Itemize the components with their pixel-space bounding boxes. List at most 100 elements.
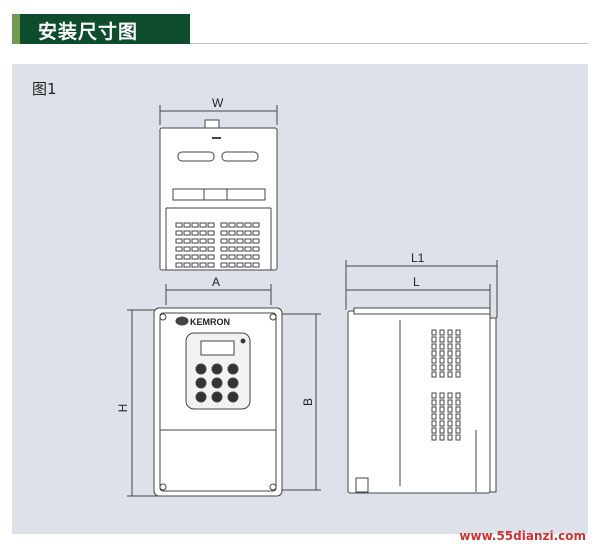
grill-slot [175,222,183,228]
watermark: www.55dianzi.com [459,529,586,543]
figure-label: 图1 [32,80,57,98]
grill-slot [183,246,191,252]
grill-slot [183,230,191,236]
side-vent-slot [455,420,461,427]
keypad-display [200,340,235,356]
grill-slot [207,238,215,244]
side-front-cover [489,317,497,493]
grill-slot [228,230,236,236]
top-vent-right [221,151,259,162]
side-vent-slot [447,343,453,350]
grill-slot [199,262,207,268]
grill-slot [228,246,236,252]
side-vent-slot [431,399,437,406]
side-vent-slot [439,350,445,357]
side-vent-slot [447,427,453,434]
grill-slot [191,262,199,268]
grill-slot [207,222,215,228]
keypad-key [195,391,207,403]
side-vent-slot [447,399,453,406]
section-header: 安装尺寸图 [12,14,190,44]
grill-slot [220,238,228,244]
grill-slot [191,254,199,260]
top-view: W [159,96,278,271]
mount-hole-bl [159,483,167,491]
side-vent-slot [455,406,461,413]
side-vent-slot [439,427,445,434]
grill-slot [191,222,199,228]
grill-slot [252,254,260,260]
side-vent-slot [431,427,437,434]
side-vent-slot [455,427,461,434]
side-vent-slot [439,406,445,413]
keypad-keys [195,338,246,403]
grill-slot [199,254,207,260]
side-vents [431,329,461,441]
side-vent-slot [447,371,453,378]
b-dim-label: B [301,398,315,406]
grill-slot [252,262,260,268]
grill-slot [199,222,207,228]
side-vent-slot [447,357,453,364]
keypad-key [195,377,207,389]
keypad-key [227,377,239,389]
h-dim-label: H [116,404,130,413]
mount-hole-tl [159,313,167,321]
side-view: L1 L [345,251,498,494]
side-vent-slot [447,434,453,441]
grill-slot [175,262,183,268]
header-accent-bar [12,14,20,44]
side-vent-slot [455,343,461,350]
side-vent-slot [431,350,437,357]
keypad-key [211,377,223,389]
side-vent-slot [455,371,461,378]
grill-slot [207,230,215,236]
grill-slot [183,222,191,228]
grill-slot [252,246,260,252]
a-dim-label: A [212,275,220,289]
mount-hole-tr [269,313,277,321]
grill-slot [183,262,191,268]
l1-dim-label: L1 [411,251,425,265]
keypad-indicator [240,338,246,344]
side-vent-slot [431,336,437,343]
grill-slot [183,238,191,244]
side-vent-slot [447,392,453,399]
grill-slot [191,246,199,252]
grill-slot [244,246,252,252]
side-vent-slot [439,371,445,378]
side-vent-slot [439,336,445,343]
grill-slot [252,230,260,236]
grill-slot [236,246,244,252]
grill-slot [244,230,252,236]
keypad-key [227,363,239,375]
side-vent-slot [447,406,453,413]
grill-slot [236,254,244,260]
side-vent-slot [447,329,453,336]
side-vent-slot [447,364,453,371]
grill-slot [228,262,236,268]
grill-slot [199,238,207,244]
brand-logo-text: KEMRON [190,317,230,327]
side-vent-slot [455,357,461,364]
front-view: A H B KEMRON [116,275,321,497]
grill-slot [244,254,252,260]
side-vent-slot [439,343,445,350]
grill-slot [207,254,215,260]
side-vent-slot [455,336,461,343]
side-vent-slot [431,357,437,364]
grill-slot [228,238,236,244]
grill-slot [252,238,260,244]
side-vent-slot [431,371,437,378]
grill-slot [252,222,260,228]
grill-slot [220,254,228,260]
keypad-key [227,391,239,403]
grill-slot [220,246,228,252]
side-vent-slot [439,364,445,371]
grill-slot [191,238,199,244]
side-vent-slot [447,336,453,343]
side-vent-slot [447,413,453,420]
side-vent-slot [447,350,453,357]
grill-slot [236,262,244,268]
side-vent-slot [431,413,437,420]
